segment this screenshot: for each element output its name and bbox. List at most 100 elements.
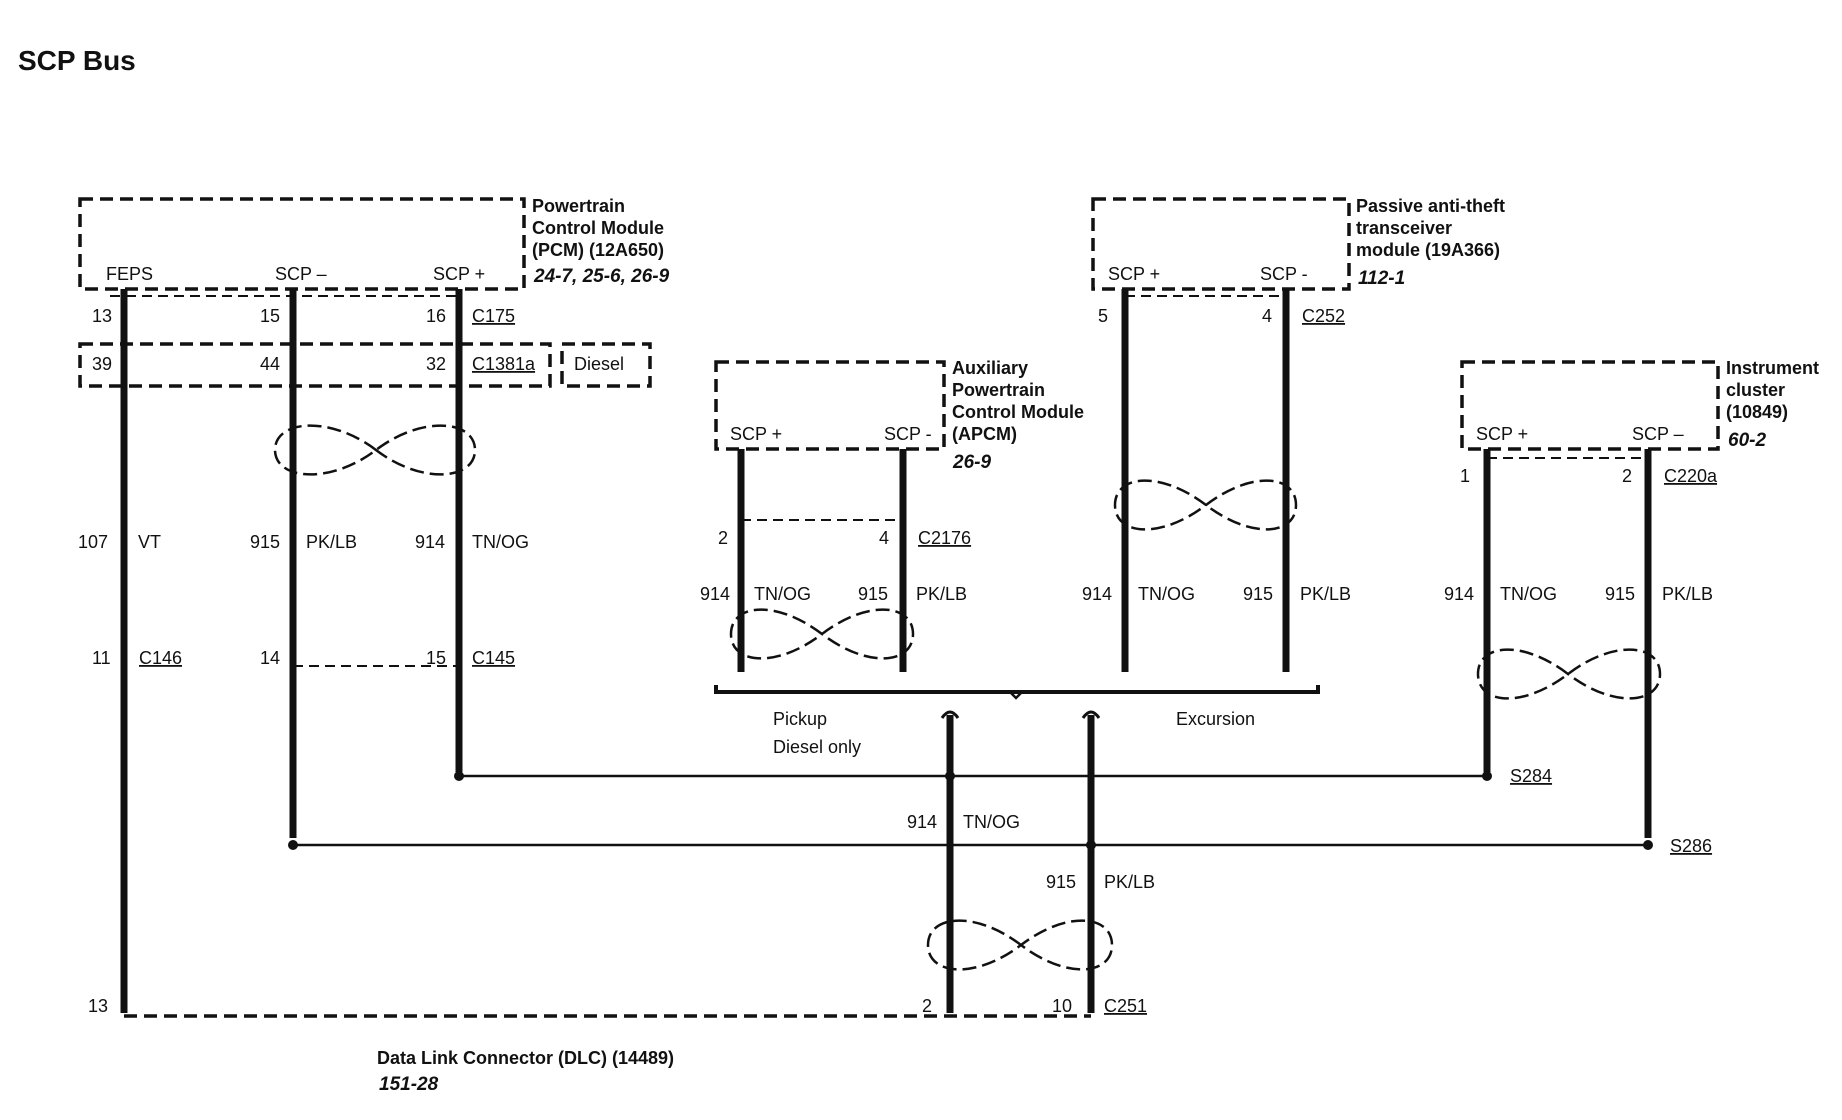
c220a-pin-2: 2 [1622, 466, 1632, 486]
apcm-ref: 26-9 [952, 452, 991, 473]
pats-name-line1: Passive anti-theft [1356, 196, 1505, 216]
apcm-name-line2: Powertrain [952, 380, 1045, 400]
c2176-label: C2176 [918, 528, 971, 548]
c146-pin-11: 11 [92, 648, 111, 668]
circuit-915-num-ic: 915 [1605, 584, 1635, 604]
circuit-915-num-apcm: 915 [858, 584, 888, 604]
c2176-pin-2: 2 [718, 528, 728, 548]
c1381a-pin-44: 44 [260, 354, 280, 374]
circuit-915-color-dlc: PK/LB [1104, 872, 1155, 892]
c2176-pin-4: 4 [879, 528, 889, 548]
pats-module: Passive anti-theft transceiver module (1… [1091, 196, 1505, 291]
c175-pin-13: 13 [92, 306, 112, 326]
dlc-name: Data Link Connector (DLC) (14489) [377, 1048, 674, 1068]
pats-name-line2: transceiver [1356, 218, 1452, 238]
circuit-915-num-dlc: 915 [1046, 872, 1076, 892]
pcm-box [78, 197, 526, 291]
circuit-914-num-ic: 914 [1444, 584, 1474, 604]
apcm-pin-scp-minus: SCP - [884, 424, 932, 444]
pcm-pin-scp-plus: SCP + [433, 264, 485, 284]
circuit-915-color-ic: PK/LB [1662, 584, 1713, 604]
apcm-module: Auxiliary Powertrain Control Module (APC… [714, 358, 1084, 473]
circuit-915-color-apcm: PK/LB [916, 584, 967, 604]
pcm-name-line1: Powertrain [532, 196, 625, 216]
splice-dot [288, 840, 298, 850]
c1381a-label: C1381a [472, 354, 536, 374]
circuit-107-color: VT [138, 532, 161, 552]
diesel-label: Diesel [574, 354, 624, 374]
circuit-914-color-apcm: TN/OG [754, 584, 811, 604]
pcm-name-line3: (PCM) (12A650) [532, 240, 664, 260]
pats-pin-scp-plus: SCP + [1108, 264, 1160, 284]
c251-pin-13: 13 [88, 996, 108, 1016]
circuit-914-color-ic: TN/OG [1500, 584, 1557, 604]
ic-twisted-pair-symbol [1476, 648, 1662, 700]
apcm-name-line4: (APCM) [952, 424, 1017, 444]
diesel-only-label: Diesel only [773, 737, 861, 757]
pcm-twisted-pair-symbol [273, 424, 477, 476]
pcm-pin-feps: FEPS [106, 264, 153, 284]
c251-pin-10: 10 [1052, 996, 1072, 1016]
pats-box [1091, 197, 1351, 291]
pats-ref: 112-1 [1358, 268, 1405, 289]
c220a-pin-1: 1 [1460, 466, 1470, 486]
c145-label: C145 [472, 648, 515, 668]
pcm-name-line2: Control Module [532, 218, 664, 238]
c145-pin-14: 14 [260, 648, 280, 668]
circuit-914-color-pcm: TN/OG [472, 532, 529, 552]
pats-twisted-pair-symbol [1113, 479, 1298, 531]
c175-label: C175 [472, 306, 515, 326]
pats-name-line3: module (19A366) [1356, 240, 1500, 260]
c1381a-box [78, 342, 552, 388]
ic-ref: 60-2 [1728, 430, 1766, 451]
c252-label: C252 [1302, 306, 1345, 326]
splice-dot [1643, 840, 1653, 850]
c220a-label: C220a [1664, 466, 1718, 486]
circuit-107-num: 107 [78, 532, 108, 552]
circuit-914-num-apcm: 914 [700, 584, 730, 604]
wire-arrow [940, 710, 960, 719]
ic-name-line3: (10849) [1726, 402, 1788, 422]
ic-name-line2: cluster [1726, 380, 1785, 400]
c251-label: C251 [1104, 996, 1147, 1016]
c146-label: C146 [139, 648, 182, 668]
pcm-pin-scp-minus: SCP – [275, 264, 327, 284]
option-bracket [714, 685, 1320, 700]
c145-pin-15: 15 [426, 648, 446, 668]
ic-name-line1: Instrument [1726, 358, 1819, 378]
apcm-name-line3: Control Module [952, 402, 1084, 422]
circuit-915-num-pcm: 915 [250, 532, 280, 552]
circuit-914-num-pcm: 914 [415, 532, 445, 552]
splice-dot [1482, 771, 1492, 781]
pcm-module: Powertrain Control Module (PCM) (12A650)… [78, 196, 670, 291]
c175-pin-15: 15 [260, 306, 280, 326]
c175-pin-16: 16 [426, 306, 446, 326]
apcm-pin-scp-plus: SCP + [730, 424, 782, 444]
diesel-box [560, 342, 652, 388]
circuit-914-num-pats: 914 [1082, 584, 1112, 604]
c252-pin-4: 4 [1262, 306, 1272, 326]
circuit-914-color-pats: TN/OG [1138, 584, 1195, 604]
pcm-ref: 24-7, 25-6, 26-9 [533, 266, 670, 287]
c1381a-pin-32: 32 [426, 354, 446, 374]
ic-module: Instrument cluster (10849) 60-2 SCP + SC… [1460, 358, 1819, 451]
c251-pin-2: 2 [922, 996, 932, 1016]
circuit-914-color-dlc: TN/OG [963, 812, 1020, 832]
apcm-box [714, 360, 946, 451]
wire-arrow [1081, 710, 1101, 719]
c1381a-pin-39: 39 [92, 354, 112, 374]
dlc-ref: 151-28 [379, 1074, 439, 1095]
ic-pin-scp-minus: SCP – [1632, 424, 1684, 444]
splice-dot [454, 771, 464, 781]
apcm-name-line1: Auxiliary [952, 358, 1028, 378]
apcm-twisted-pair-symbol [729, 608, 915, 660]
circuit-915-color-pcm: PK/LB [306, 532, 357, 552]
ic-box [1460, 360, 1720, 451]
circuit-914-num-dlc: 914 [907, 812, 937, 832]
pats-pin-scp-minus: SCP - [1260, 264, 1308, 284]
s284-label: S284 [1510, 766, 1552, 786]
diagram-title: SCP Bus [18, 45, 136, 76]
dlc-twisted-pair-symbol [926, 919, 1114, 971]
circuit-915-num-pats: 915 [1243, 584, 1273, 604]
